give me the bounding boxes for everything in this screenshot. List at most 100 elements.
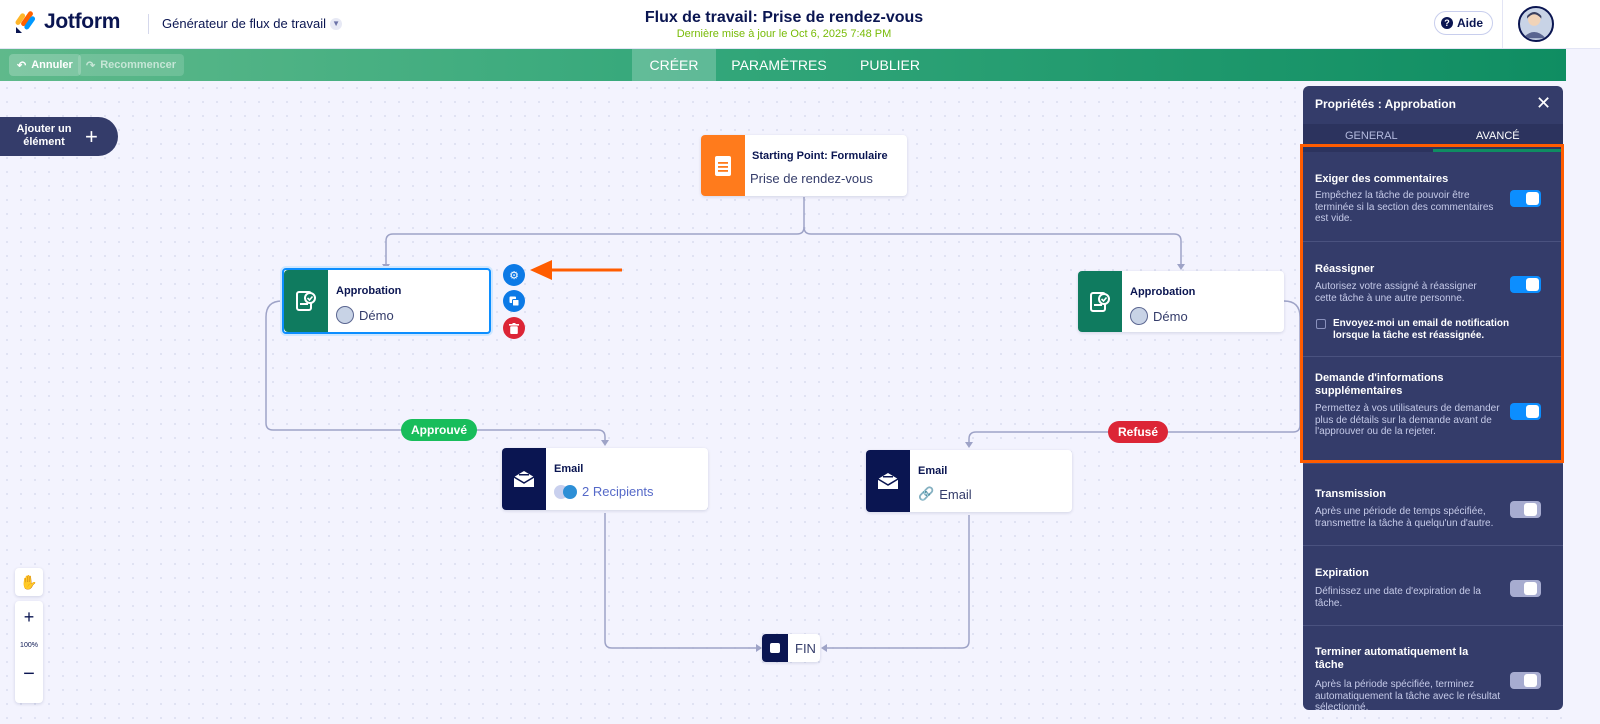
connection-lines bbox=[265, 197, 1301, 652]
top-header: Jotform Générateur de flux de travail ▼ … bbox=[0, 0, 1600, 49]
form-icon bbox=[701, 135, 745, 196]
envelope-icon bbox=[866, 450, 910, 512]
start-node-form-name: Prise de rendez-vous bbox=[750, 171, 873, 186]
user-avatar[interactable] bbox=[1518, 6, 1554, 42]
email-recipient: 🔗 Email bbox=[918, 486, 972, 502]
node-settings-button[interactable]: ⚙ bbox=[503, 264, 525, 286]
reassign-notify-checkbox[interactable] bbox=[1316, 319, 1326, 329]
start-node[interactable]: Starting Point: Formulaire Prise de rend… bbox=[701, 135, 907, 196]
zoom-controls: + 100% − bbox=[15, 601, 43, 703]
panel-tabs: GENERAL AVANCÉ bbox=[1303, 124, 1563, 152]
setting-description: Permettez à vos utilisateurs de demander… bbox=[1315, 403, 1500, 437]
email-node-title: Email bbox=[918, 465, 948, 477]
setting-title: Transmission bbox=[1315, 488, 1386, 500]
email-node-right[interactable]: Email 🔗 Email bbox=[866, 450, 1072, 512]
setting-title: Expiration bbox=[1315, 567, 1369, 579]
setting-description: Autorisez votre assigné à réassigner cet… bbox=[1315, 281, 1477, 304]
setting-description: Définissez une date d'expiration de la t… bbox=[1315, 586, 1481, 609]
setting-require-comments: Exiger des commentaires Empêchez la tâch… bbox=[1303, 152, 1563, 242]
assignee-name: Démo bbox=[1153, 308, 1188, 324]
setting-expiration: Expiration Définissez une date d'expirat… bbox=[1303, 546, 1563, 626]
envelope-icon bbox=[502, 448, 546, 510]
approval-icon bbox=[284, 270, 328, 332]
refused-branch-label: Refusé bbox=[1108, 421, 1169, 443]
setting-title: Exiger des commentaires bbox=[1315, 173, 1449, 185]
question-icon: ? bbox=[1441, 17, 1453, 29]
zoom-level: 100% bbox=[20, 642, 38, 649]
link-icon: 🔗 bbox=[918, 486, 935, 501]
start-node-title: Starting Point: Formulaire bbox=[752, 150, 888, 162]
help-button[interactable]: ? Aide bbox=[1434, 11, 1494, 35]
redo-button[interactable]: ↷ Recommencer bbox=[78, 54, 185, 76]
approval-node-title: Approbation bbox=[336, 285, 402, 297]
tab-publish[interactable]: PUBLIER bbox=[860, 57, 920, 73]
page-title: Flux de travail: Prise de rendez-vous bbox=[644, 9, 924, 26]
reassign-toggle[interactable] bbox=[1510, 276, 1541, 293]
setting-forwarding: Transmission Après une période de temps … bbox=[1303, 464, 1563, 546]
email-node-left[interactable]: Email 2 Recipients bbox=[502, 448, 708, 510]
assignee-name: Démo bbox=[359, 307, 394, 323]
jotform-logo[interactable]: Jotform bbox=[14, 9, 120, 35]
email-recipients: 2 Recipients bbox=[554, 484, 654, 499]
recipients-count: 2 Recipients bbox=[582, 484, 654, 499]
setting-request-info: Demande d'informations supplémentaires P… bbox=[1303, 357, 1563, 464]
node-delete-button[interactable] bbox=[503, 317, 525, 339]
tab-advanced[interactable]: AVANCÉ bbox=[1476, 130, 1520, 142]
setting-title: Demande d'informations supplémentaires bbox=[1315, 372, 1444, 397]
workflow-title-block: Flux de travail: Prise de rendez-vous De… bbox=[584, 9, 984, 40]
redo-label: Recommencer bbox=[100, 59, 177, 71]
setting-auto-complete: Terminer automatiquement la tâche Après … bbox=[1303, 626, 1563, 710]
duplicate-icon bbox=[509, 296, 519, 306]
assignee-avatar bbox=[336, 306, 354, 324]
zoom-in-button[interactable]: + bbox=[23, 607, 35, 627]
tab-general[interactable]: GENERAL bbox=[1345, 130, 1398, 142]
setting-description: Après la période spécifiée, terminez aut… bbox=[1315, 679, 1501, 710]
last-updated-text: Dernière mise à jour le Oct 6, 2025 7:48… bbox=[676, 28, 892, 40]
jotform-logo-icon bbox=[15, 11, 36, 33]
forwarding-toggle[interactable] bbox=[1510, 501, 1541, 518]
panel-title: Propriétés : Approbation bbox=[1315, 97, 1456, 111]
plus-icon: + bbox=[85, 124, 98, 149]
require-comments-toggle[interactable] bbox=[1510, 190, 1541, 207]
add-element-button[interactable]: Ajouter un élément + bbox=[0, 117, 118, 156]
request-info-toggle[interactable] bbox=[1510, 403, 1541, 420]
logo-text: Jotform bbox=[44, 10, 121, 33]
setting-title: Réassigner bbox=[1315, 263, 1375, 275]
approval-node-title: Approbation bbox=[1130, 286, 1196, 298]
assignee-avatar bbox=[1130, 307, 1148, 325]
expiration-toggle[interactable] bbox=[1510, 580, 1541, 597]
approved-branch-label: Approuvé bbox=[401, 419, 478, 441]
setting-description: Après une période de temps spécifiée, tr… bbox=[1315, 506, 1494, 529]
undo-icon: ↶ bbox=[17, 59, 27, 72]
avatar-portrait-icon bbox=[1522, 12, 1546, 39]
tab-create[interactable]: CRÉER bbox=[632, 49, 716, 81]
chevron-down-icon: ▼ bbox=[330, 17, 343, 30]
undo-button[interactable]: ↶ Annuler bbox=[9, 54, 81, 76]
approval-icon bbox=[1078, 271, 1122, 332]
tab-settings[interactable]: PARAMÈTRES bbox=[731, 57, 827, 73]
zoom-out-button[interactable]: − bbox=[23, 663, 35, 685]
node-duplicate-button[interactable] bbox=[503, 290, 525, 312]
active-tab-indicator bbox=[1433, 149, 1563, 152]
pan-tool-button[interactable]: ✋ bbox=[15, 568, 43, 596]
auto-complete-toggle[interactable] bbox=[1510, 672, 1541, 689]
approval-node-assignee: Démo bbox=[336, 306, 394, 324]
end-node[interactable]: FIN bbox=[762, 634, 820, 662]
email-node-title: Email bbox=[554, 463, 584, 475]
undo-label: Annuler bbox=[31, 59, 73, 71]
header-divider bbox=[148, 14, 149, 34]
email-recipient-label: Email bbox=[939, 486, 972, 502]
setting-description: Empêchez la tâche de pouvoir être termin… bbox=[1315, 190, 1494, 224]
approval-node-left[interactable]: Approbation Démo bbox=[282, 268, 491, 334]
builder-toolbar: ↶ Annuler ↷ Recommencer CRÉER PARAMÈTRES… bbox=[0, 49, 1566, 81]
close-icon[interactable]: ✕ bbox=[1536, 93, 1552, 113]
end-label: FIN bbox=[795, 640, 816, 656]
header-divider-right bbox=[1502, 0, 1503, 49]
setting-title: Terminer automatiquement la tâche bbox=[1315, 646, 1469, 671]
approval-node-right[interactable]: Approbation Démo bbox=[1078, 271, 1284, 332]
annotation-highlight-box bbox=[1300, 144, 1564, 463]
app-switcher[interactable]: Générateur de flux de travail ▼ bbox=[162, 16, 343, 31]
trash-icon bbox=[509, 322, 519, 334]
properties-panel: Propriétés : Approbation ✕ GENERAL AVANC… bbox=[1303, 86, 1563, 710]
recipients-icon bbox=[554, 484, 577, 499]
